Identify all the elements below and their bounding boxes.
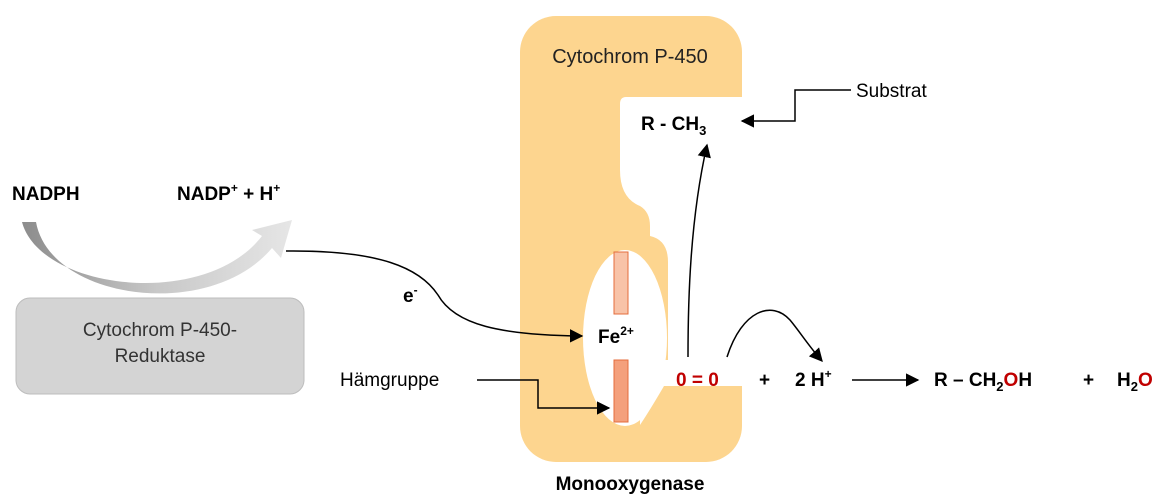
lower-notch (640, 360, 742, 425)
substrate-pocket (620, 97, 742, 236)
enzyme-class-label: Monooxygenase (556, 474, 705, 495)
heme-arrow (477, 379, 611, 415)
substrate-label: Substrat (856, 81, 927, 102)
heme-bar-upper (613, 251, 629, 315)
substrate-arrow (740, 89, 851, 128)
reductase-box: Cytochrom P-450- Reduktase (15, 297, 305, 395)
nadph-cycle-arrow (22, 220, 292, 294)
substrate-formula: R - CH3 (641, 114, 706, 138)
protons-label: 2 H+ (795, 367, 832, 391)
plus-sign-2: + (1083, 370, 1094, 391)
oxygen-label: 0 = 0 (676, 370, 719, 391)
enzyme-title: Cytochrom P-450 (552, 46, 708, 68)
reductase-line1: Cytochrom P-450- (83, 320, 237, 341)
oxygen-to-substrate-arrow (687, 143, 711, 358)
iron-label: Fe2+ (598, 324, 634, 348)
cytochrome-p450-enzyme: Cytochrom P-450 (520, 16, 742, 462)
electron-arrow (285, 250, 584, 343)
oxygen-proton-arrow (726, 309, 823, 363)
reductase-line2: Reduktase (115, 346, 206, 367)
plus-sign-1: + (759, 370, 770, 391)
oxygen-channel (650, 236, 742, 360)
water-label: H2O (1117, 370, 1153, 394)
heme-label: Hämgruppe (340, 370, 439, 391)
electron-label: e- (403, 283, 418, 307)
heme-bar-lower (613, 359, 629, 423)
nadph-label: NADPH (12, 184, 80, 205)
product-label: R – CH2OH (934, 370, 1032, 394)
nadp-label: NADP+ + H+ (177, 181, 280, 205)
